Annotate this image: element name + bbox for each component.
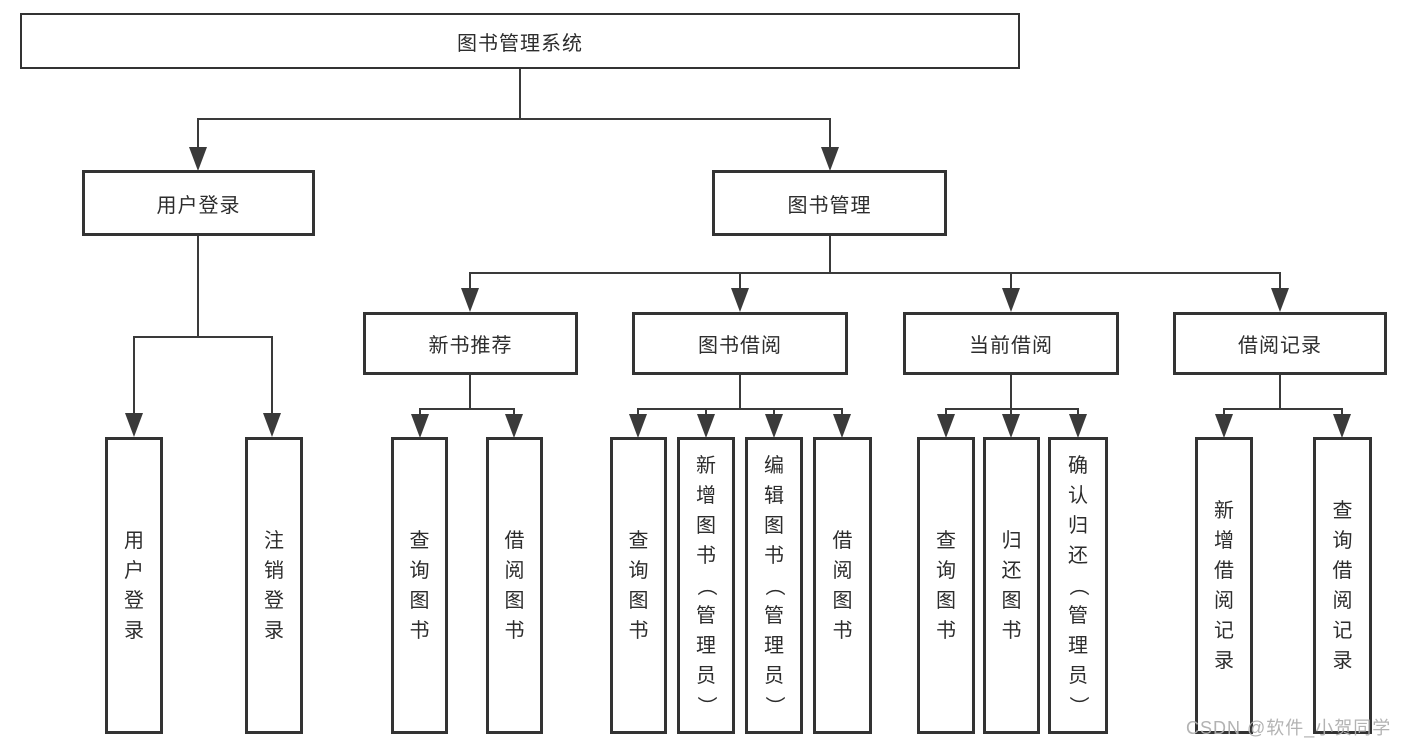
edge-book-mgmt-bus <box>469 272 1281 274</box>
arrow-down-icon <box>1002 414 1020 438</box>
edge-drop <box>1010 408 1012 416</box>
arrow-down-icon <box>263 413 281 437</box>
leaf-label: 确认归还（管理员） <box>1067 454 1089 716</box>
edge-bus <box>419 408 515 410</box>
edge-drop <box>133 336 135 414</box>
leaf-label: 新增借阅记录 <box>1214 499 1234 672</box>
node-current-borrow: 当前借阅 <box>903 312 1119 375</box>
arrow-down-icon <box>937 414 955 438</box>
leaf-return-books: 归还图书 <box>983 437 1040 734</box>
leaf-label: 新增图书（管理员） <box>695 454 717 716</box>
csdn-watermark: CSDN @软件_小贺同学 <box>1186 718 1392 738</box>
arrow-down-icon <box>125 413 143 437</box>
edge-stem <box>469 375 471 408</box>
leaf-label: 借阅图书 <box>832 529 853 642</box>
node-book-borrow: 图书借阅 <box>632 312 848 375</box>
edge-drop <box>419 408 421 416</box>
leaf-query-books-recommend: 查询图书 <box>391 437 448 734</box>
edge-book-mgmt-stem <box>829 236 831 272</box>
arrow-down-icon <box>697 414 715 438</box>
leaf-logout: 注销登录 <box>245 437 303 734</box>
leaf-label: 归还图书 <box>1001 529 1022 642</box>
arrow-down-icon <box>411 414 429 438</box>
edge-drop <box>637 408 639 416</box>
leaf-query-books-borrow: 查询图书 <box>610 437 667 734</box>
leaf-borrow-books-recommend: 借阅图书 <box>486 437 543 734</box>
arrow-down-icon <box>1069 414 1087 438</box>
node-user-login-label: 用户登录 <box>156 194 241 217</box>
arrow-down-icon <box>833 414 851 438</box>
arrow-down-icon <box>461 288 479 312</box>
node-root-label: 图书管理系统 <box>457 32 583 55</box>
leaf-label: 编辑图书（管理员） <box>763 454 785 716</box>
arrow-down-icon <box>821 147 839 171</box>
edge-drop <box>1077 408 1079 416</box>
edge-drop <box>469 272 471 290</box>
edge-root-stem <box>519 69 521 118</box>
edge-drop <box>945 408 947 416</box>
leaf-add-borrow-record: 新增借阅记录 <box>1195 437 1253 734</box>
edge-user-login-bus <box>133 336 273 338</box>
edge-drop <box>841 408 843 416</box>
edge-bus <box>637 408 843 410</box>
edge-drop <box>1223 408 1225 416</box>
edge-drop <box>773 408 775 416</box>
edge-user-login-stem <box>197 236 199 336</box>
node-book-management-label: 图书管理 <box>787 194 872 217</box>
edge-stem <box>1010 375 1012 408</box>
arrow-down-icon <box>189 147 207 171</box>
leaf-user-login: 用户登录 <box>105 437 163 734</box>
leaf-query-borrow-record: 查询借阅记录 <box>1313 437 1372 734</box>
arrow-down-icon <box>731 288 749 312</box>
node-user-login: 用户登录 <box>82 170 315 236</box>
leaf-label: 查询图书 <box>409 529 430 642</box>
leaf-label: 借阅图书 <box>504 529 525 642</box>
edge-bus <box>1223 408 1343 410</box>
node-borrow-records-label: 借阅记录 <box>1238 335 1322 357</box>
edge-root-bus <box>198 118 831 120</box>
edge-drop <box>1279 272 1281 290</box>
leaf-borrow-books: 借阅图书 <box>813 437 872 734</box>
arrow-down-icon <box>1271 288 1289 312</box>
edge-drop <box>705 408 707 416</box>
edge-drop <box>739 272 741 290</box>
edge-drop <box>271 336 273 414</box>
arrow-down-icon <box>629 414 647 438</box>
node-book-borrow-label: 图书借阅 <box>698 335 782 357</box>
arrow-down-icon <box>1333 414 1351 438</box>
edge-drop <box>1010 272 1012 290</box>
leaf-label: 查询图书 <box>936 529 956 642</box>
leaf-logout-label: 注销登录 <box>264 529 284 642</box>
node-current-borrow-label: 当前借阅 <box>969 335 1053 357</box>
leaf-add-books-admin: 新增图书（管理员） <box>677 437 735 734</box>
edge-drop-user-login <box>197 118 199 148</box>
node-book-management: 图书管理 <box>712 170 947 236</box>
arrow-down-icon <box>505 414 523 438</box>
edge-bus <box>945 408 1079 410</box>
arrow-down-icon <box>1002 288 1020 312</box>
edge-drop-book-mgmt <box>829 118 831 148</box>
arrow-down-icon <box>765 414 783 438</box>
leaf-edit-books-admin: 编辑图书（管理员） <box>745 437 803 734</box>
leaf-label: 查询图书 <box>628 529 649 642</box>
leaf-confirm-return-admin: 确认归还（管理员） <box>1048 437 1108 734</box>
edge-drop <box>513 408 515 416</box>
node-borrow-records: 借阅记录 <box>1173 312 1387 375</box>
leaf-query-books-current: 查询图书 <box>917 437 975 734</box>
leaf-user-login-label: 用户登录 <box>124 529 144 642</box>
edge-stem <box>1279 375 1281 408</box>
node-root: 图书管理系统 <box>20 13 1020 69</box>
edge-drop <box>1341 408 1343 416</box>
node-new-book-recommend-label: 新书推荐 <box>428 335 513 357</box>
arrow-down-icon <box>1215 414 1233 438</box>
edge-stem <box>739 375 741 408</box>
node-new-book-recommend: 新书推荐 <box>363 312 578 375</box>
leaf-label: 查询借阅记录 <box>1332 499 1353 672</box>
